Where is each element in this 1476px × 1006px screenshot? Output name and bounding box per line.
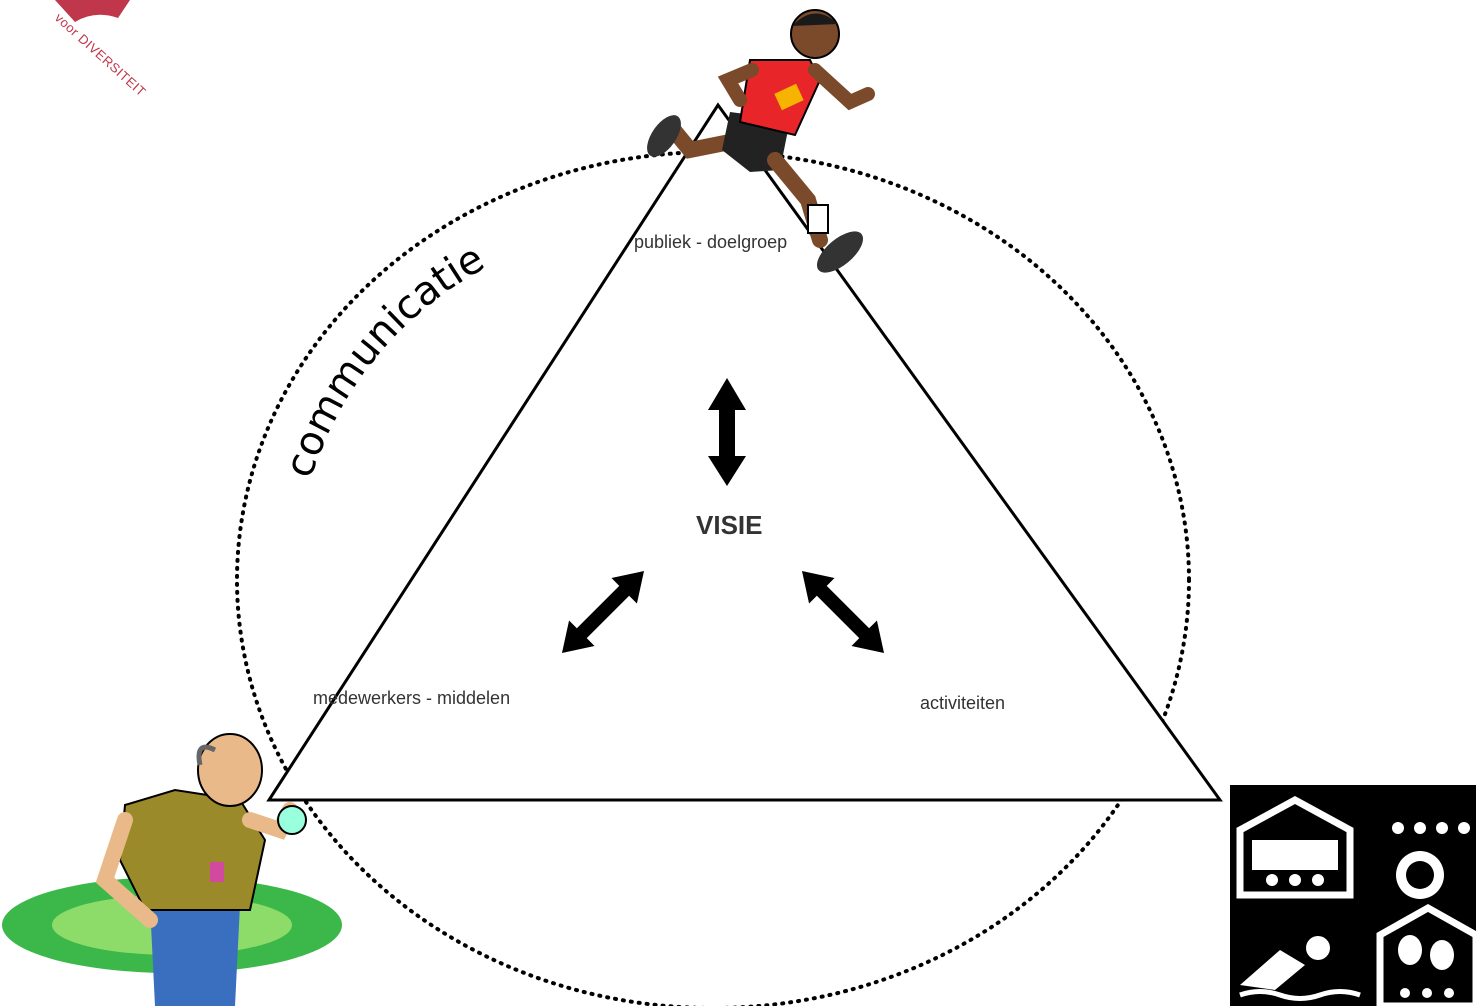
communication-label-text: communicatie <box>276 235 492 483</box>
corner-label-right: activiteiten <box>920 693 1006 713</box>
logo-mark <box>55 0 130 22</box>
communication-ellipse <box>235 150 1191 1006</box>
arrow-diagonal-right <box>801 570 885 654</box>
activities-pictogram <box>1230 785 1476 1006</box>
arrow-vertical <box>708 378 746 486</box>
corner-label-top: publiek - doelgroep <box>634 232 788 252</box>
coach-illustration <box>2 733 342 1006</box>
corner-label-left: medewerkers - middelen <box>313 688 511 708</box>
communication-label: communicatie <box>276 235 492 483</box>
arrow-diagonal-left <box>561 570 645 654</box>
runner-illustration <box>647 9 875 273</box>
center-label-visie: VISIE <box>696 510 763 540</box>
triangle <box>266 102 1223 802</box>
